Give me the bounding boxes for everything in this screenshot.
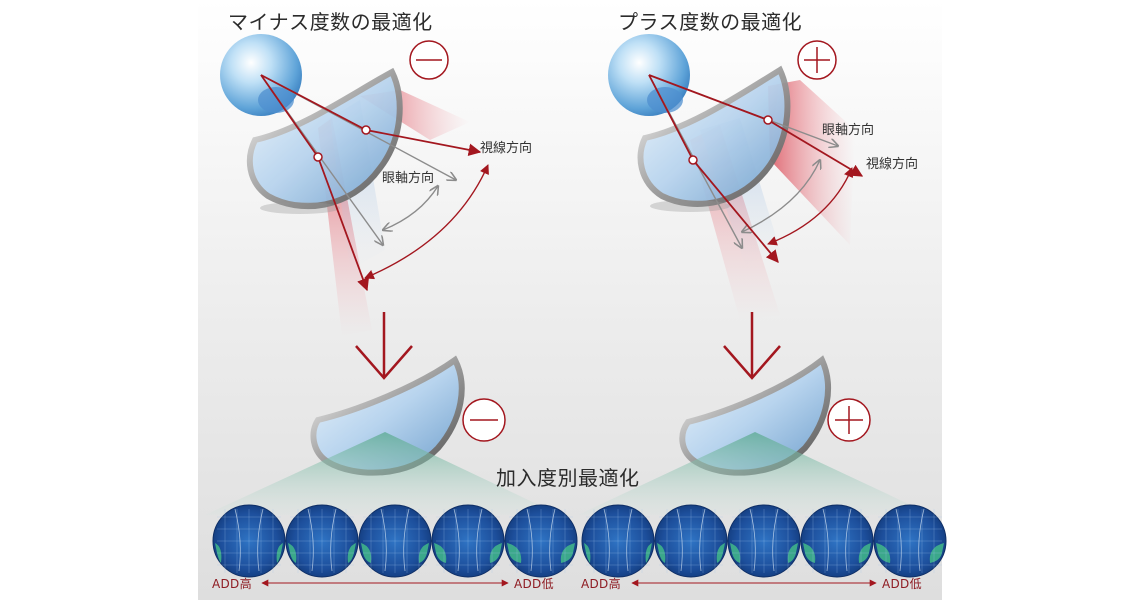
plus-aberration-map-4 [800, 504, 874, 578]
minus-sight-arc [364, 164, 489, 280]
plus-optimization-group [578, 34, 932, 515]
plus-eye-axis-label: 眼軸方向 [822, 123, 875, 138]
plus-green-fan [578, 432, 932, 515]
minus-sight-point-down [313, 152, 323, 162]
plus-line-of-sight-label: 視線方向 [866, 157, 919, 172]
minus-add-high-label: ADD高 [212, 577, 252, 591]
minus-sight-down [317, 156, 369, 292]
plus-add-low-label: ADD低 [882, 577, 922, 591]
minus-down-arrow-icon [355, 312, 413, 380]
minus-title: マイナス度数の最適化 [228, 10, 433, 34]
plus-aberration-map-2 [654, 504, 728, 578]
minus-lens [246, 67, 403, 210]
minus-green-fan [205, 432, 560, 515]
addition-title: 加入度別最適化 [496, 466, 640, 490]
plus-aberration-map-1 [581, 504, 655, 578]
plus-lens-shadow [650, 200, 730, 212]
plus-progressive-lens [679, 355, 831, 476]
minus-sight-forward [365, 129, 482, 157]
minus-aberration-map-2 [285, 504, 359, 578]
minus-aberration-map-5 [504, 504, 578, 578]
minus-add-sign-icon [462, 398, 506, 442]
plus-title: プラス度数の最適化 [618, 10, 803, 34]
minus-sight-point-forward [361, 125, 371, 135]
plus-down-arrow-icon [723, 312, 781, 380]
plus-aberration-map-5 [873, 504, 947, 578]
minus-aberration-map-4 [431, 504, 505, 578]
plus-eye-cornea [647, 87, 683, 113]
plus-add-high-label: ADD高 [581, 577, 621, 591]
plus-aberration-map-3 [727, 504, 801, 578]
minus-sight-seg2 [260, 74, 319, 158]
minus-sign-icon [409, 40, 449, 80]
plus-sight-seg2 [648, 74, 694, 161]
plus-aberration-map-row [581, 504, 947, 578]
plus-add-sign-icon [827, 398, 871, 442]
minus-lens-shadow [260, 202, 340, 214]
plus-sign-icon [797, 40, 837, 80]
minus-line-of-sight-label: 視線方向 [480, 141, 533, 156]
minus-aberration-map-3 [358, 504, 432, 578]
plus-sight-forward [767, 119, 864, 177]
minus-optimization-group [205, 34, 560, 515]
plus-sight-point-down [688, 155, 698, 165]
minus-eye-cornea [258, 87, 294, 113]
plus-sight-seg1 [648, 74, 769, 121]
minus-eye-axis-label: 眼軸方向 [382, 171, 435, 186]
plus-sight-arc [767, 167, 854, 246]
minus-aberration-map-row [212, 504, 578, 578]
minus-sight-seg1 [260, 74, 367, 131]
minus-aberration-map-1 [212, 504, 286, 578]
minus-add-low-label: ADD低 [514, 577, 554, 591]
plus-sight-point-forward [763, 115, 773, 125]
plus-sight-down [692, 159, 779, 263]
